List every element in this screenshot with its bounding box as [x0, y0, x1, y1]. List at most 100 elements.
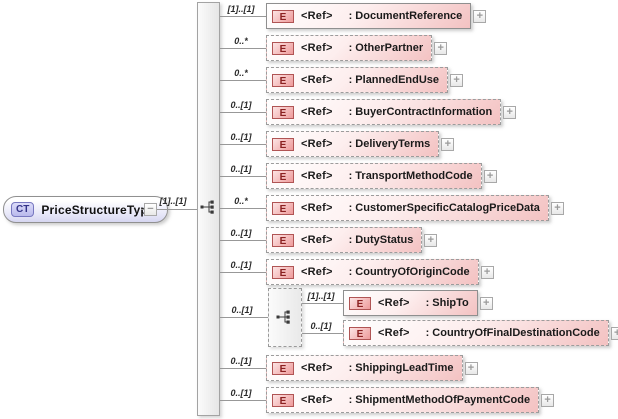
- element-badge: E: [272, 73, 294, 87]
- collapse-button[interactable]: −: [144, 203, 157, 216]
- element-box[interactable]: E<Ref>: DocumentReference: [266, 3, 472, 29]
- element-ref-label: <Ref>: [378, 327, 410, 339]
- element-box[interactable]: E <Ref> : DeliveryTerms: [266, 131, 440, 157]
- cardinality-label: 0..[1]: [230, 356, 252, 366]
- element-row: E <Ref> : CountryOfFinalDestinationCode +: [343, 320, 618, 346]
- element-badge: E: [272, 361, 294, 375]
- expand-button[interactable]: +: [550, 201, 564, 215]
- element-name: : DeliveryTerms: [348, 138, 431, 150]
- element-row: E <Ref> : DeliveryTerms +: [266, 131, 455, 157]
- expand-button[interactable]: +: [450, 73, 464, 87]
- element-badge: E: [272, 9, 294, 23]
- element-badge: E: [272, 105, 294, 119]
- cardinality-label: 0..[1]: [230, 228, 252, 238]
- element-badge: E: [272, 169, 294, 183]
- cardinality-label: 0..[1]: [230, 388, 252, 398]
- expand-button[interactable]: +: [610, 326, 618, 340]
- connector-line: [220, 112, 266, 113]
- element-box[interactable]: E<Ref>: ShipmentMethodOfPaymentCode: [266, 387, 540, 413]
- element-badge: E: [272, 201, 294, 215]
- connector-line: [220, 16, 266, 17]
- cardinality-label: 0..[1]: [230, 164, 252, 174]
- expand-button[interactable]: +: [503, 105, 517, 119]
- element-badge: E: [272, 41, 294, 55]
- cardinality-label: [1]..[1]: [307, 291, 335, 301]
- connector-line: [302, 303, 343, 304]
- sequence-icon: [200, 200, 214, 214]
- element-ref-label: <Ref>: [301, 74, 333, 86]
- element-ref-label: <Ref>: [301, 394, 333, 406]
- connector-line: [220, 80, 266, 81]
- element-badge: E: [349, 296, 371, 310]
- element-ref-label: <Ref>: [301, 362, 333, 374]
- connector-line: [220, 368, 266, 369]
- element-name: : OtherPartner: [348, 42, 424, 54]
- element-row: E <Ref> : ShippingLeadTime +: [266, 355, 478, 381]
- cardinality-label: [1]..[1]: [227, 4, 255, 14]
- connector-line: [220, 317, 268, 318]
- connector-line: [141, 209, 197, 210]
- element-ref-label: <Ref>: [301, 266, 333, 278]
- expand-button[interactable]: +: [541, 393, 555, 407]
- cardinality-label: [1]..[1]: [159, 196, 187, 206]
- sequence-icon: [276, 310, 290, 324]
- connector-line: [220, 240, 266, 241]
- element-badge: E: [272, 137, 294, 151]
- expand-button[interactable]: +: [473, 9, 487, 23]
- complex-type-node[interactable]: CT PriceStructureType: [3, 196, 168, 223]
- element-box[interactable]: E<Ref>: BuyerContractInformation: [266, 99, 502, 125]
- element-ref-label: <Ref>: [301, 138, 333, 150]
- element-badge: E: [272, 233, 294, 247]
- element-name: : DocumentReference: [348, 10, 463, 22]
- element-name: : ShipmentMethodOfPaymentCode: [348, 394, 531, 406]
- element-row: E<Ref>: ShipTo+: [343, 290, 493, 316]
- element-box[interactable]: E<Ref>: ShipTo: [343, 290, 478, 316]
- element-ref-label: <Ref>: [301, 170, 333, 182]
- element-row: E<Ref>: BuyerContractInformation+: [266, 99, 517, 125]
- element-row: E <Ref> : OtherPartner +: [266, 35, 448, 61]
- element-row: E<Ref>: DocumentReference+: [266, 3, 487, 29]
- cardinality-label: 0..[1]: [230, 260, 252, 270]
- element-ref-label: <Ref>: [301, 42, 333, 54]
- element-row: E <Ref> : CustomerSpecificCatalogPriceData…: [266, 195, 564, 221]
- element-box[interactable]: E <Ref> : TransportMethodCode: [266, 163, 482, 189]
- element-row: E<Ref>: CountryOfOriginCode+: [266, 259, 494, 285]
- complex-type-badge: CT: [11, 202, 35, 217]
- element-badge: E: [272, 265, 294, 279]
- cardinality-label: 0..[1]: [230, 100, 252, 110]
- expand-button[interactable]: +: [424, 233, 438, 247]
- element-ref-label: <Ref>: [378, 297, 410, 309]
- element-box[interactable]: E <Ref> : OtherPartner: [266, 35, 433, 61]
- expand-button[interactable]: +: [480, 265, 494, 279]
- element-box[interactable]: E <Ref> : CustomerSpecificCatalogPriceData: [266, 195, 549, 221]
- element-name: : TransportMethodCode: [348, 170, 473, 182]
- element-box[interactable]: E <Ref> : PlannedEndUse: [266, 67, 449, 93]
- element-box[interactable]: E<Ref>: CountryOfOriginCode: [266, 259, 479, 285]
- element-name: : CustomerSpecificCatalogPriceData: [348, 202, 540, 214]
- element-row: E<Ref>: ShipmentMethodOfPaymentCode+: [266, 387, 555, 413]
- element-row: E <Ref> : TransportMethodCode +: [266, 163, 497, 189]
- expand-button[interactable]: +: [434, 41, 448, 55]
- element-ref-label: <Ref>: [301, 234, 333, 246]
- element-badge: E: [349, 326, 371, 340]
- element-box[interactable]: E <Ref> : ShippingLeadTime: [266, 355, 463, 381]
- cardinality-label: 0..[1]: [310, 321, 332, 331]
- cardinality-label: 0..[1]: [230, 132, 252, 142]
- connector-line: [220, 176, 266, 177]
- element-box[interactable]: E <Ref> : DutyStatus: [266, 227, 423, 253]
- expand-button[interactable]: +: [483, 169, 497, 183]
- element-row: E <Ref> : DutyStatus +: [266, 227, 438, 253]
- connector-line: [220, 144, 266, 145]
- connector-line: [220, 48, 266, 49]
- expand-button[interactable]: +: [441, 137, 455, 151]
- element-name: : CountryOfFinalDestinationCode: [425, 327, 600, 339]
- element-box[interactable]: E <Ref> : CountryOfFinalDestinationCode: [343, 320, 609, 346]
- element-name: : ShippingLeadTime: [348, 362, 454, 374]
- element-ref-label: <Ref>: [301, 202, 333, 214]
- expand-button[interactable]: +: [479, 296, 493, 310]
- element-row: E <Ref> : PlannedEndUse +: [266, 67, 464, 93]
- connector-line: [220, 400, 266, 401]
- element-name: : PlannedEndUse: [348, 74, 440, 86]
- element-name: : DutyStatus: [348, 234, 414, 246]
- expand-button[interactable]: +: [464, 361, 478, 375]
